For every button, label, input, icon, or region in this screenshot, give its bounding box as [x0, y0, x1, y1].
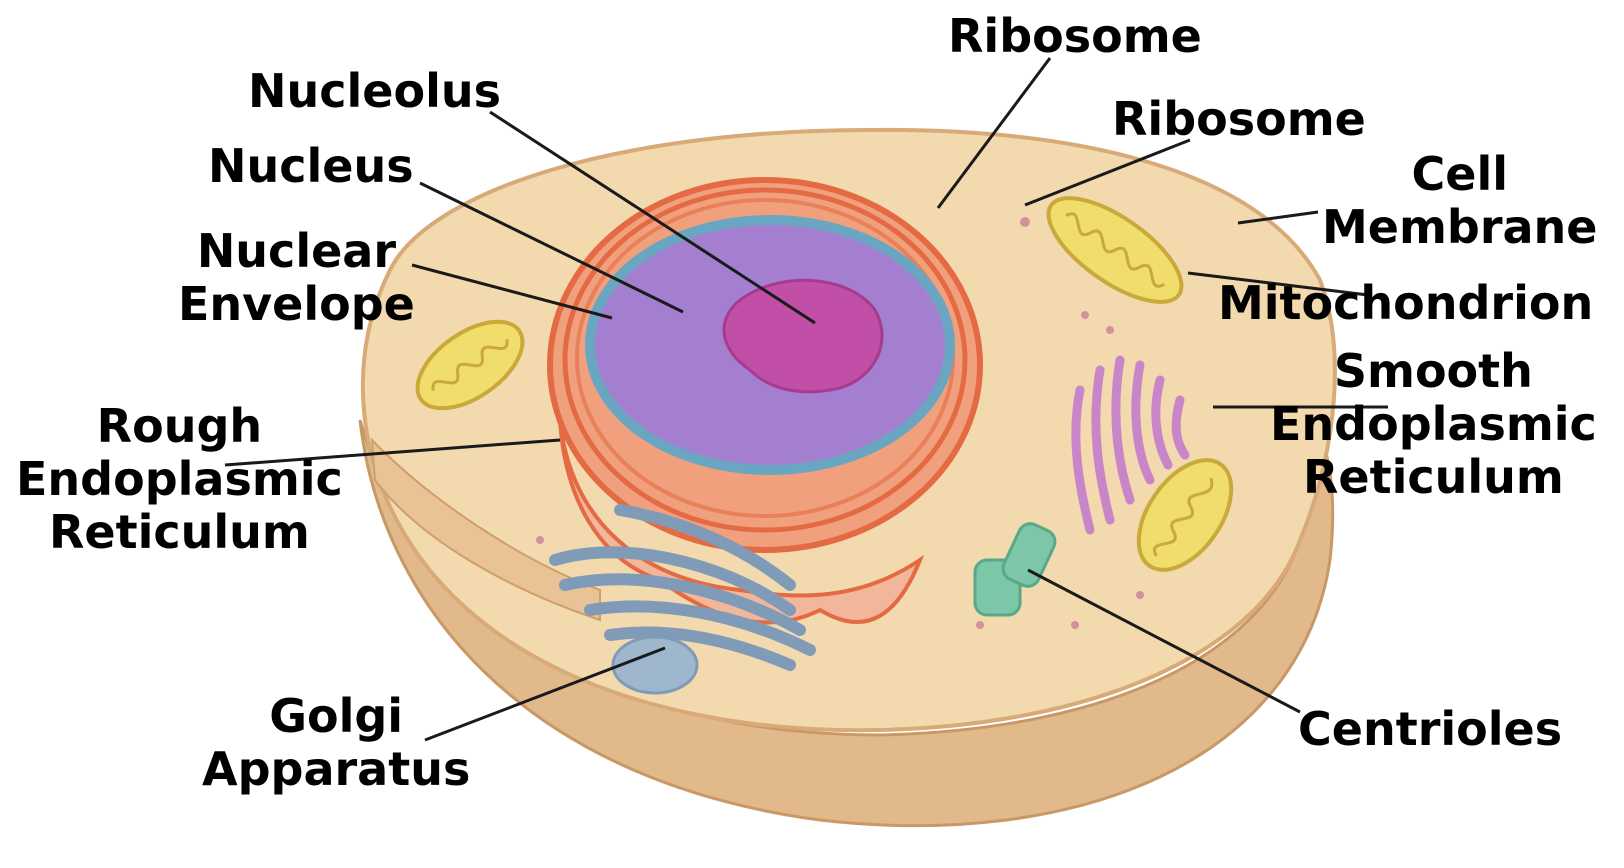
label-rough-er-line3: Reticulum — [16, 506, 343, 559]
label-nuclear-envelope: Nuclear Envelope — [178, 225, 415, 331]
label-centrioles: Centrioles — [1298, 703, 1562, 756]
golgi-base — [613, 637, 697, 693]
label-rough-er: Rough Endoplasmic Reticulum — [16, 400, 343, 559]
label-rough-er-line1: Rough — [16, 400, 343, 453]
label-smooth-er-line1: Smooth — [1270, 345, 1597, 398]
label-ribosome-top-text: Ribosome — [948, 10, 1202, 63]
label-smooth-er-line3: Reticulum — [1270, 451, 1597, 504]
label-smooth-er-line2: Endoplasmic — [1270, 398, 1597, 451]
label-cell-membrane: Cell Membrane — [1322, 148, 1598, 254]
label-golgi-line1: Golgi — [202, 690, 470, 743]
label-golgi-line2: Apparatus — [202, 743, 470, 796]
label-ribosome-right: Ribosome — [1112, 93, 1366, 146]
label-golgi: Golgi Apparatus — [202, 690, 470, 796]
label-mitochondrion: Mitochondrion — [1218, 277, 1593, 330]
label-nuclear-envelope-line1: Nuclear — [178, 225, 415, 278]
label-smooth-er: Smooth Endoplasmic Reticulum — [1270, 345, 1597, 504]
label-nucleolus: Nucleolus — [248, 65, 501, 118]
label-cell-membrane-line1: Cell — [1322, 148, 1598, 201]
label-mitochondrion-text: Mitochondrion — [1218, 277, 1593, 330]
label-centrioles-text: Centrioles — [1298, 703, 1562, 756]
label-rough-er-line2: Endoplasmic — [16, 453, 343, 506]
label-cell-membrane-line2: Membrane — [1322, 201, 1598, 254]
label-nucleolus-text: Nucleolus — [248, 65, 501, 118]
label-ribosome-right-text: Ribosome — [1112, 93, 1366, 146]
label-nucleus: Nucleus — [208, 140, 414, 193]
label-nucleus-text: Nucleus — [208, 140, 414, 193]
label-ribosome-top: Ribosome — [948, 10, 1202, 63]
label-nuclear-envelope-line2: Envelope — [178, 278, 415, 331]
